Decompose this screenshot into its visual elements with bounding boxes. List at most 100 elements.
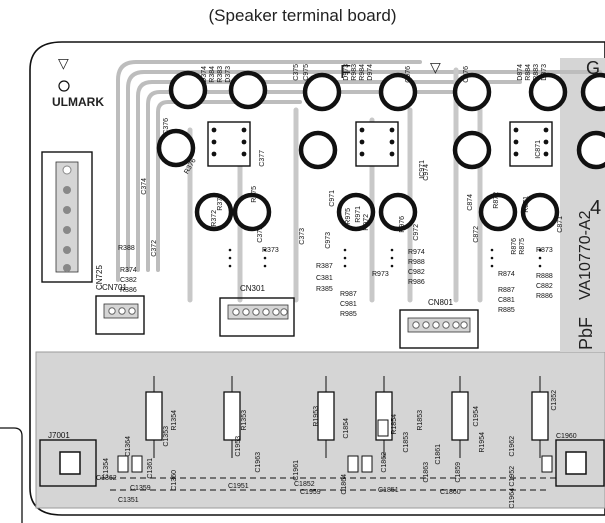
component-label: C1351 — [118, 497, 139, 504]
component-label: R375 — [251, 186, 258, 203]
terminal-c1960 — [555, 439, 605, 487]
component-label: C1864 — [341, 474, 348, 495]
component-label: D974 — [367, 64, 374, 81]
component-label: C1859 — [455, 462, 462, 483]
component-label: R1954 — [479, 432, 486, 453]
component-label: R971 — [355, 206, 362, 223]
component-label: C981 — [340, 301, 357, 308]
marker-top-left: ▽ — [58, 55, 69, 71]
component-label: C1851 — [378, 487, 399, 494]
smd-caps-lower — [117, 419, 553, 473]
label-cn725: CN725 — [95, 265, 104, 290]
component-label: C1354 — [103, 458, 110, 479]
ic-pins — [211, 127, 549, 157]
page-title: (Speaker terminal board) — [208, 6, 397, 25]
component-label: C1953 — [235, 436, 242, 457]
dashed-lines-lower — [100, 477, 556, 491]
component-label: R975 — [345, 208, 352, 225]
component-label: C1361 — [147, 458, 154, 479]
component-label: D873 — [541, 64, 548, 81]
component-label: C872 — [473, 226, 480, 243]
component-label: C1353 — [163, 426, 170, 447]
component-label: R888 — [536, 273, 553, 280]
part-code-label: VA10770-A2 — [577, 210, 594, 300]
component-label: C974 — [423, 164, 430, 181]
component-label: R871 — [523, 196, 530, 213]
component-label: R988 — [408, 259, 425, 266]
component-label: C1964 — [509, 488, 516, 509]
resistors-lower — [145, 391, 549, 441]
component-label: C874 — [467, 194, 474, 211]
component-label: R387 — [316, 263, 333, 270]
component-label: C1863 — [423, 462, 430, 483]
component-label: R886 — [536, 293, 553, 300]
component-label: C1960 — [556, 433, 577, 440]
component-label: D374 — [201, 66, 208, 83]
component-label: R883 — [533, 64, 540, 81]
component-label: R1953 — [313, 406, 320, 427]
component-label: D973 — [343, 64, 350, 81]
component-label: R986 — [408, 279, 425, 286]
component-label: C374 — [141, 178, 148, 195]
component-label: C381 — [316, 275, 333, 282]
component-label: C1952 — [509, 466, 516, 487]
component-label: R1354 — [171, 410, 178, 431]
component-label: R388 — [118, 245, 135, 252]
external-connector-outline — [0, 427, 23, 523]
component-label: C1352 — [551, 390, 558, 411]
component-label: IC971 — [419, 160, 426, 179]
label-cn701: CN701 — [102, 283, 127, 292]
component-label: C371 — [257, 226, 264, 243]
label-j7001: J7001 — [48, 431, 70, 440]
component-label: R384 — [209, 66, 216, 83]
connector-cn725 — [41, 151, 93, 283]
component-label: R386 — [120, 287, 137, 294]
connector-cn801 — [399, 309, 479, 349]
component-label: C1852 — [294, 481, 315, 488]
label-cn301: CN301 — [240, 284, 265, 293]
component-label: C375 — [293, 64, 300, 81]
component-label: C982 — [408, 269, 425, 276]
component-label: R1854 — [391, 414, 398, 435]
component-label: C1862 — [381, 452, 388, 473]
component-label: R973 — [372, 271, 389, 278]
component-label: C1951 — [228, 483, 249, 490]
component-label: C1962 — [509, 436, 516, 457]
component-label: C382 — [120, 277, 137, 284]
marker-g: G — [586, 58, 600, 78]
component-label: R872 — [493, 192, 500, 209]
component-label: C971 — [329, 190, 336, 207]
connector-cn701 — [95, 295, 145, 335]
component-label: R873 — [536, 247, 553, 254]
component-label: C1860 — [440, 489, 461, 496]
marker-top-mid: ▽ — [430, 59, 441, 75]
component-label: C377 — [259, 150, 266, 167]
component-label: C972 — [413, 224, 420, 241]
component-label: C1362 — [96, 475, 117, 482]
component-label: C975 — [303, 64, 310, 81]
marker-4: 4 — [590, 197, 601, 219]
trace-bundle-top — [116, 60, 602, 282]
component-label: R385 — [316, 286, 333, 293]
component-label: R876 — [511, 238, 518, 255]
component-label: R373 — [262, 247, 279, 254]
component-label: R874 — [498, 271, 515, 278]
resistor-leads-lower — [153, 376, 541, 458]
component-label: D373 — [225, 66, 232, 83]
component-label: R985 — [340, 311, 357, 318]
component-label: C1959 — [300, 489, 321, 496]
component-label: R372 — [211, 210, 218, 227]
component-label: C1360 — [171, 470, 178, 491]
component-label: R987 — [340, 291, 357, 298]
component-label: C1954 — [473, 406, 480, 427]
component-label: R884 — [525, 64, 532, 81]
mark-circle — [58, 80, 70, 92]
component-label: C1364 — [125, 436, 132, 457]
component-label: C1359 — [130, 485, 151, 492]
component-label: R983 — [351, 64, 358, 81]
label-cn801: CN801 — [428, 298, 453, 307]
component-label: R974 — [408, 249, 425, 256]
component-label: C1961 — [293, 460, 300, 481]
